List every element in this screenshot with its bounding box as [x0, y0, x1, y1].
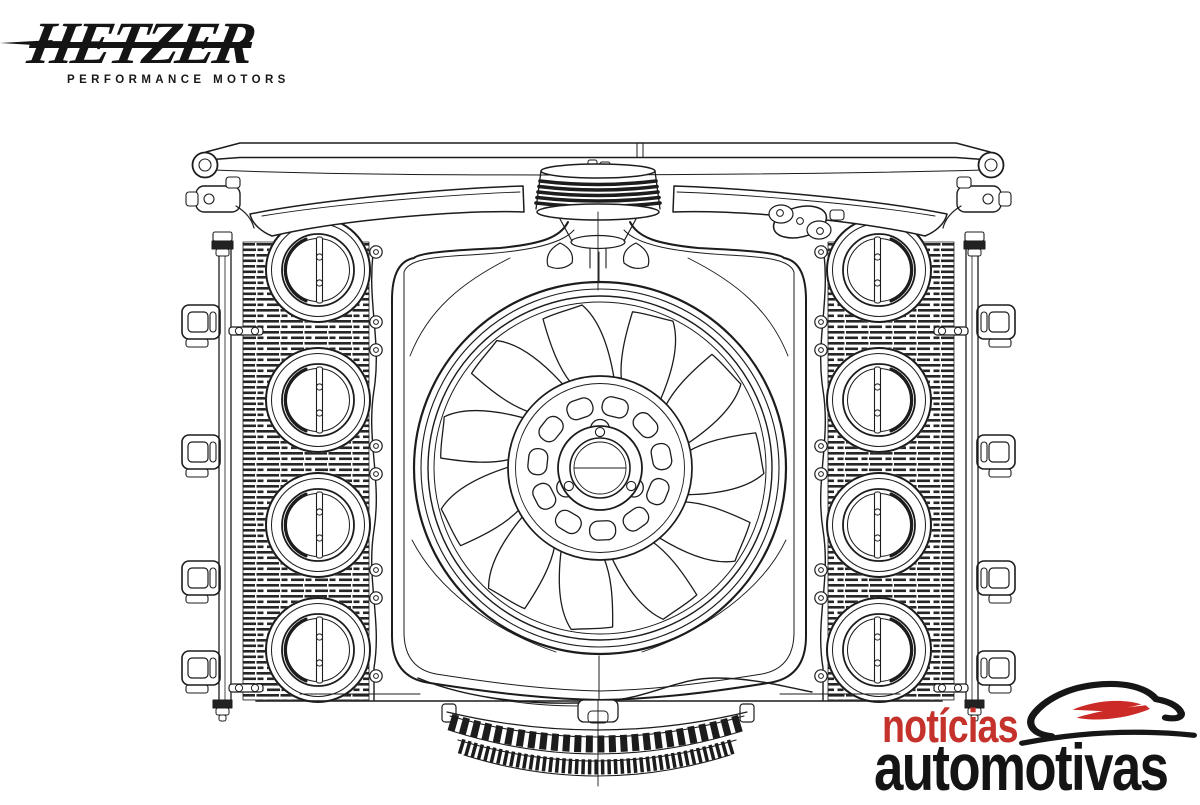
car-ground-line	[1019, 729, 1197, 746]
brand-tagline: PERFORMANCE MOTORS	[67, 74, 290, 86]
fan-hub	[507, 375, 693, 561]
cylinder-bank-right	[815, 177, 1015, 721]
tie-bar-eyelet-left	[191, 151, 219, 179]
fan-rim	[427, 295, 773, 641]
fan-drive-pulley	[534, 159, 662, 291]
cylinder-bank-left	[182, 177, 382, 721]
cooling-fan	[412, 280, 788, 656]
hetzer-logo: HETZER PERFORMANCE MOTORS	[0, 10, 290, 94]
shroud-cover-left	[249, 185, 525, 237]
car-body-outline	[1027, 680, 1185, 740]
car-icon	[1019, 680, 1197, 746]
oil-filler-cluster	[768, 204, 845, 240]
tie-bar-eyelet-right	[977, 151, 1005, 179]
watermark-noticias: notícias	[882, 699, 1018, 752]
flywheel-ring-gear	[441, 699, 755, 787]
shroud-opening	[412, 280, 788, 656]
hub-center-plate	[556, 418, 644, 511]
car-accent-swoosh-bottom	[1076, 705, 1150, 720]
car-accent-swoosh-top	[1072, 700, 1142, 712]
